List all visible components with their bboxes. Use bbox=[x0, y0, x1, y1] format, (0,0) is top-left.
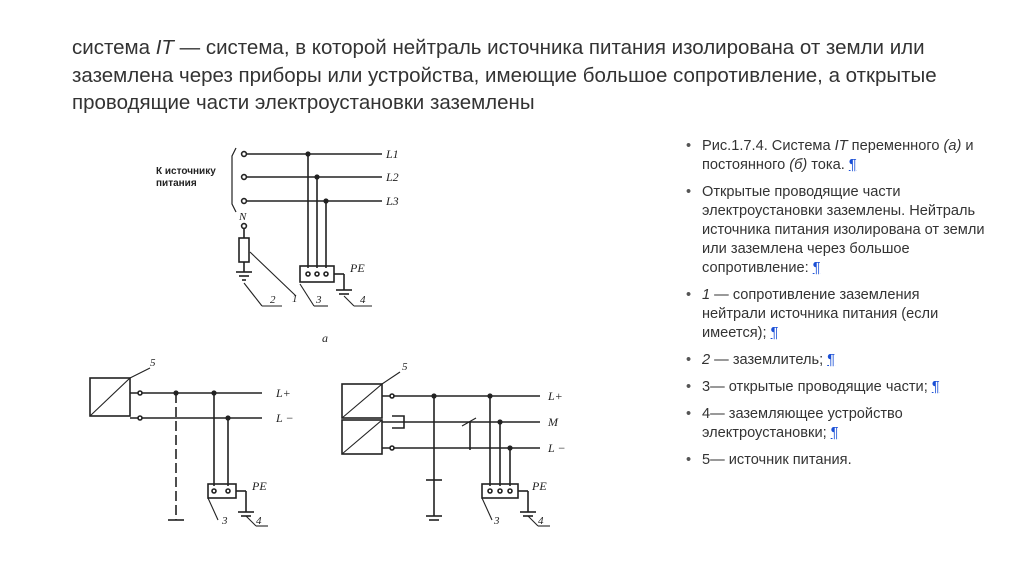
label-PE-left: PE bbox=[251, 479, 267, 493]
page-title: система IT — система, в которой нейтраль… bbox=[72, 34, 972, 117]
bullet-number: 1 bbox=[702, 287, 711, 303]
list-item: 2 — заземлитель; ¶ bbox=[686, 351, 986, 370]
bullet-text: Рис.1.7.4. Система bbox=[702, 138, 835, 154]
label-n5-left: 5 bbox=[150, 357, 156, 369]
label-fig-a: а bbox=[322, 331, 328, 345]
label-n3-left: 3 bbox=[221, 515, 228, 527]
label-L3: L3 bbox=[385, 194, 399, 208]
label-Lminus-right: L − bbox=[547, 441, 566, 455]
label-source-line1: К источнику bbox=[156, 166, 216, 177]
bullet-italic: (а) bbox=[943, 138, 962, 154]
label-M: M bbox=[547, 415, 559, 429]
title-rest: — система, в которой нейтраль источника … bbox=[72, 36, 937, 114]
title-term: IT bbox=[155, 36, 174, 59]
it-system-diagram: К источнику питания L1 L2 L3 N PE 1 2 3 … bbox=[89, 147, 566, 527]
paragraph-mark-link[interactable]: ¶ bbox=[827, 352, 836, 368]
bullet-text: — сопротивление заземления нейтрали исто… bbox=[702, 287, 939, 341]
bullet-text: и постоянного bbox=[702, 138, 974, 173]
bullet-text: 5— источник питания. bbox=[702, 452, 852, 468]
label-n2-a: 2 bbox=[270, 294, 276, 306]
label-source-line2: питания bbox=[156, 178, 197, 189]
paragraph-mark-link[interactable]: ¶ bbox=[931, 379, 940, 395]
label-L1: L1 bbox=[385, 147, 399, 161]
bullet-text: Открытые проводящие части электроустанов… bbox=[702, 184, 985, 276]
label-Lplus-right: L+ bbox=[547, 389, 563, 403]
list-item: 3— открытые проводящие части; ¶ bbox=[686, 378, 986, 397]
paragraph-mark-link[interactable]: ¶ bbox=[830, 425, 839, 441]
label-n1-a: 1 bbox=[292, 293, 298, 305]
label-n3-a: 3 bbox=[315, 294, 322, 306]
bullet-text: — заземлитель; bbox=[710, 352, 828, 368]
paragraph-mark-link[interactable]: ¶ bbox=[848, 157, 857, 173]
legend-list: Рис.1.7.4. Система IT переменного (а) и … bbox=[686, 137, 986, 478]
label-Lminus-left: L − bbox=[275, 411, 294, 425]
label-n4-left: 4 bbox=[256, 515, 262, 527]
list-item: 5— источник питания. bbox=[686, 451, 986, 470]
label-n5-right: 5 bbox=[402, 361, 408, 373]
bullet-text: переменного bbox=[847, 138, 944, 154]
bullet-text: 3— открытые проводящие части; bbox=[702, 379, 932, 395]
label-PE-right: PE bbox=[531, 479, 547, 493]
paragraph-mark-link[interactable]: ¶ bbox=[812, 260, 821, 276]
label-n3-right: 3 bbox=[493, 515, 500, 527]
list-item: Рис.1.7.4. Система IT переменного (а) и … bbox=[686, 137, 986, 175]
paragraph-mark-link[interactable]: ¶ bbox=[770, 325, 779, 341]
list-item: 4— заземляющее устройство электроустанов… bbox=[686, 405, 986, 443]
bullet-number: 2 bbox=[702, 352, 711, 368]
label-PE-a: PE bbox=[349, 261, 365, 275]
label-n4-a: 4 bbox=[360, 294, 366, 306]
label-n4-right: 4 bbox=[538, 515, 544, 527]
label-Lplus-left: L+ bbox=[275, 386, 291, 400]
bullet-italic: (б) bbox=[789, 157, 808, 173]
bullet-text: 4— заземляющее устройство электроустанов… bbox=[702, 406, 903, 441]
title-prefix: система bbox=[72, 36, 156, 59]
bullet-italic: IT bbox=[834, 138, 848, 154]
label-N: N bbox=[238, 211, 247, 223]
list-item: Открытые проводящие части электроустанов… bbox=[686, 183, 986, 278]
label-L2: L2 bbox=[385, 170, 399, 184]
list-item: 1 — сопротивление заземления нейтрали ис… bbox=[686, 286, 986, 343]
bullet-text: тока. bbox=[807, 157, 849, 173]
